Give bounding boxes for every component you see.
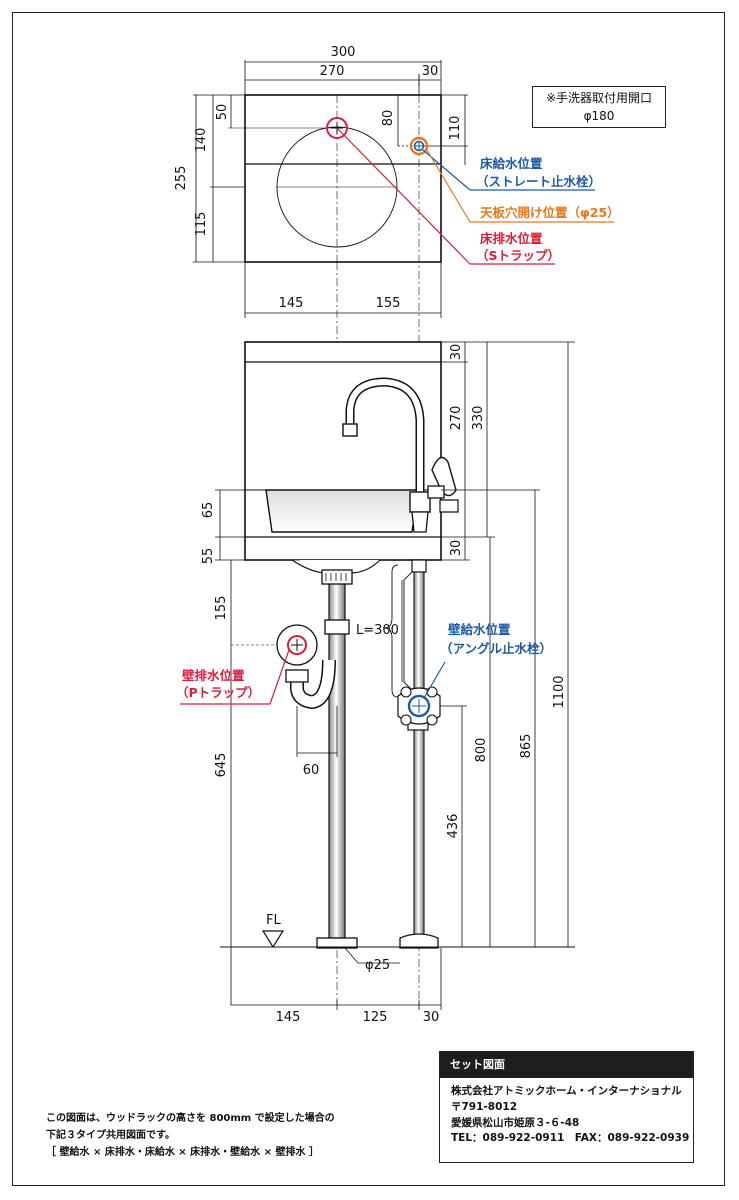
dim-pipe-dia: φ25 [365,958,390,973]
dim-55: 55 [201,548,216,565]
floor-supply-marker [409,136,614,223]
drawing-frame [12,12,725,1186]
address: 愛媛県松山市姫原３-６-48 [451,1116,580,1129]
wall-supply-marker [397,661,446,726]
footnote-line1: この図面は、ウッドラックの高さを 800mm で設定した場合の [46,1113,335,1124]
dim-800: 800 [474,738,489,763]
dim-645: 645 [214,753,229,778]
title-block-header: セット図面 [440,1052,693,1078]
dim-hose-length: L=300 [356,623,399,638]
title-block: セット図面 株式会社アトミックホーム・インターナショナル 〒791-8012 愛… [439,1051,694,1163]
opening-note-line2: φ180 [583,109,615,123]
top-view [193,60,468,1005]
dim-436: 436 [446,814,461,839]
dim-50: 50 [215,104,230,121]
dim-top-30: 30 [449,344,464,361]
dim-300: 300 [331,45,356,60]
footnote: この図面は、ウッドラックの高さを 800mm で設定した場合の 下記３タイプ共用… [46,1110,335,1161]
wall-supply-label-2: （アングル止水栓） [440,641,552,656]
wall-drain-marker [180,635,307,705]
dim-865: 865 [519,734,534,759]
dim-bottom-125: 125 [363,1010,388,1025]
dim-30-top: 30 [422,64,439,79]
dim-155-front: 155 [214,596,229,621]
wall-drain-label-2: （Pトラップ） [176,685,260,700]
top-hole-label: 天板穴開け位置（φ25） [480,205,620,220]
dim-115: 115 [194,212,209,237]
opening-note-line1: ※手洗器取付用開口 [545,91,653,105]
dim-60: 60 [303,763,320,778]
floor-drain-label-1: 床排水位置 [480,231,543,246]
dim-270: 270 [320,64,345,79]
floor-supply-label-1: 床給水位置 [480,156,543,171]
floor-supply-label-2: （ストレート止水栓） [476,174,601,189]
dim-155: 155 [376,296,401,311]
front-view [215,341,575,1010]
dim-255: 255 [174,166,189,191]
dim-140: 140 [194,128,209,153]
floor-level-label: FL [266,913,281,928]
company-name: 株式会社アトミックホーム・インターナショナル [451,1085,682,1097]
wall-drain-label-1: 壁排水位置 [182,668,245,683]
dim-110: 110 [448,116,463,141]
wall-supply-label-1: 壁給水位置 [448,622,511,637]
footnote-line2: 下記３タイプ共用図面です。 [46,1130,175,1141]
dim-330: 330 [471,406,486,431]
dim-270-front: 270 [449,406,464,431]
dim-80: 80 [381,110,396,127]
contact-info: TEL：089-922-0911 FAX：089-922-0939 [451,1132,690,1145]
dim-1100: 1100 [552,675,567,708]
opening-note: ※手洗器取付用開口 φ180 [532,86,666,128]
dim-65: 65 [201,502,216,519]
dim-bottom-145: 145 [276,1010,301,1025]
dim-145: 145 [279,296,304,311]
dim-bottom-30: 30 [449,540,464,557]
floor-drain-marker [326,117,555,265]
dim-bottom-30b: 30 [423,1010,440,1025]
footnote-line3: ［ 壁給水 × 床排水・床給水 × 床排水・壁給水 × 壁排水 ］ [46,1147,319,1158]
floor-drain-label-2: （Sトラップ） [476,248,560,263]
postal-code: 〒791-8012 [451,1100,517,1113]
